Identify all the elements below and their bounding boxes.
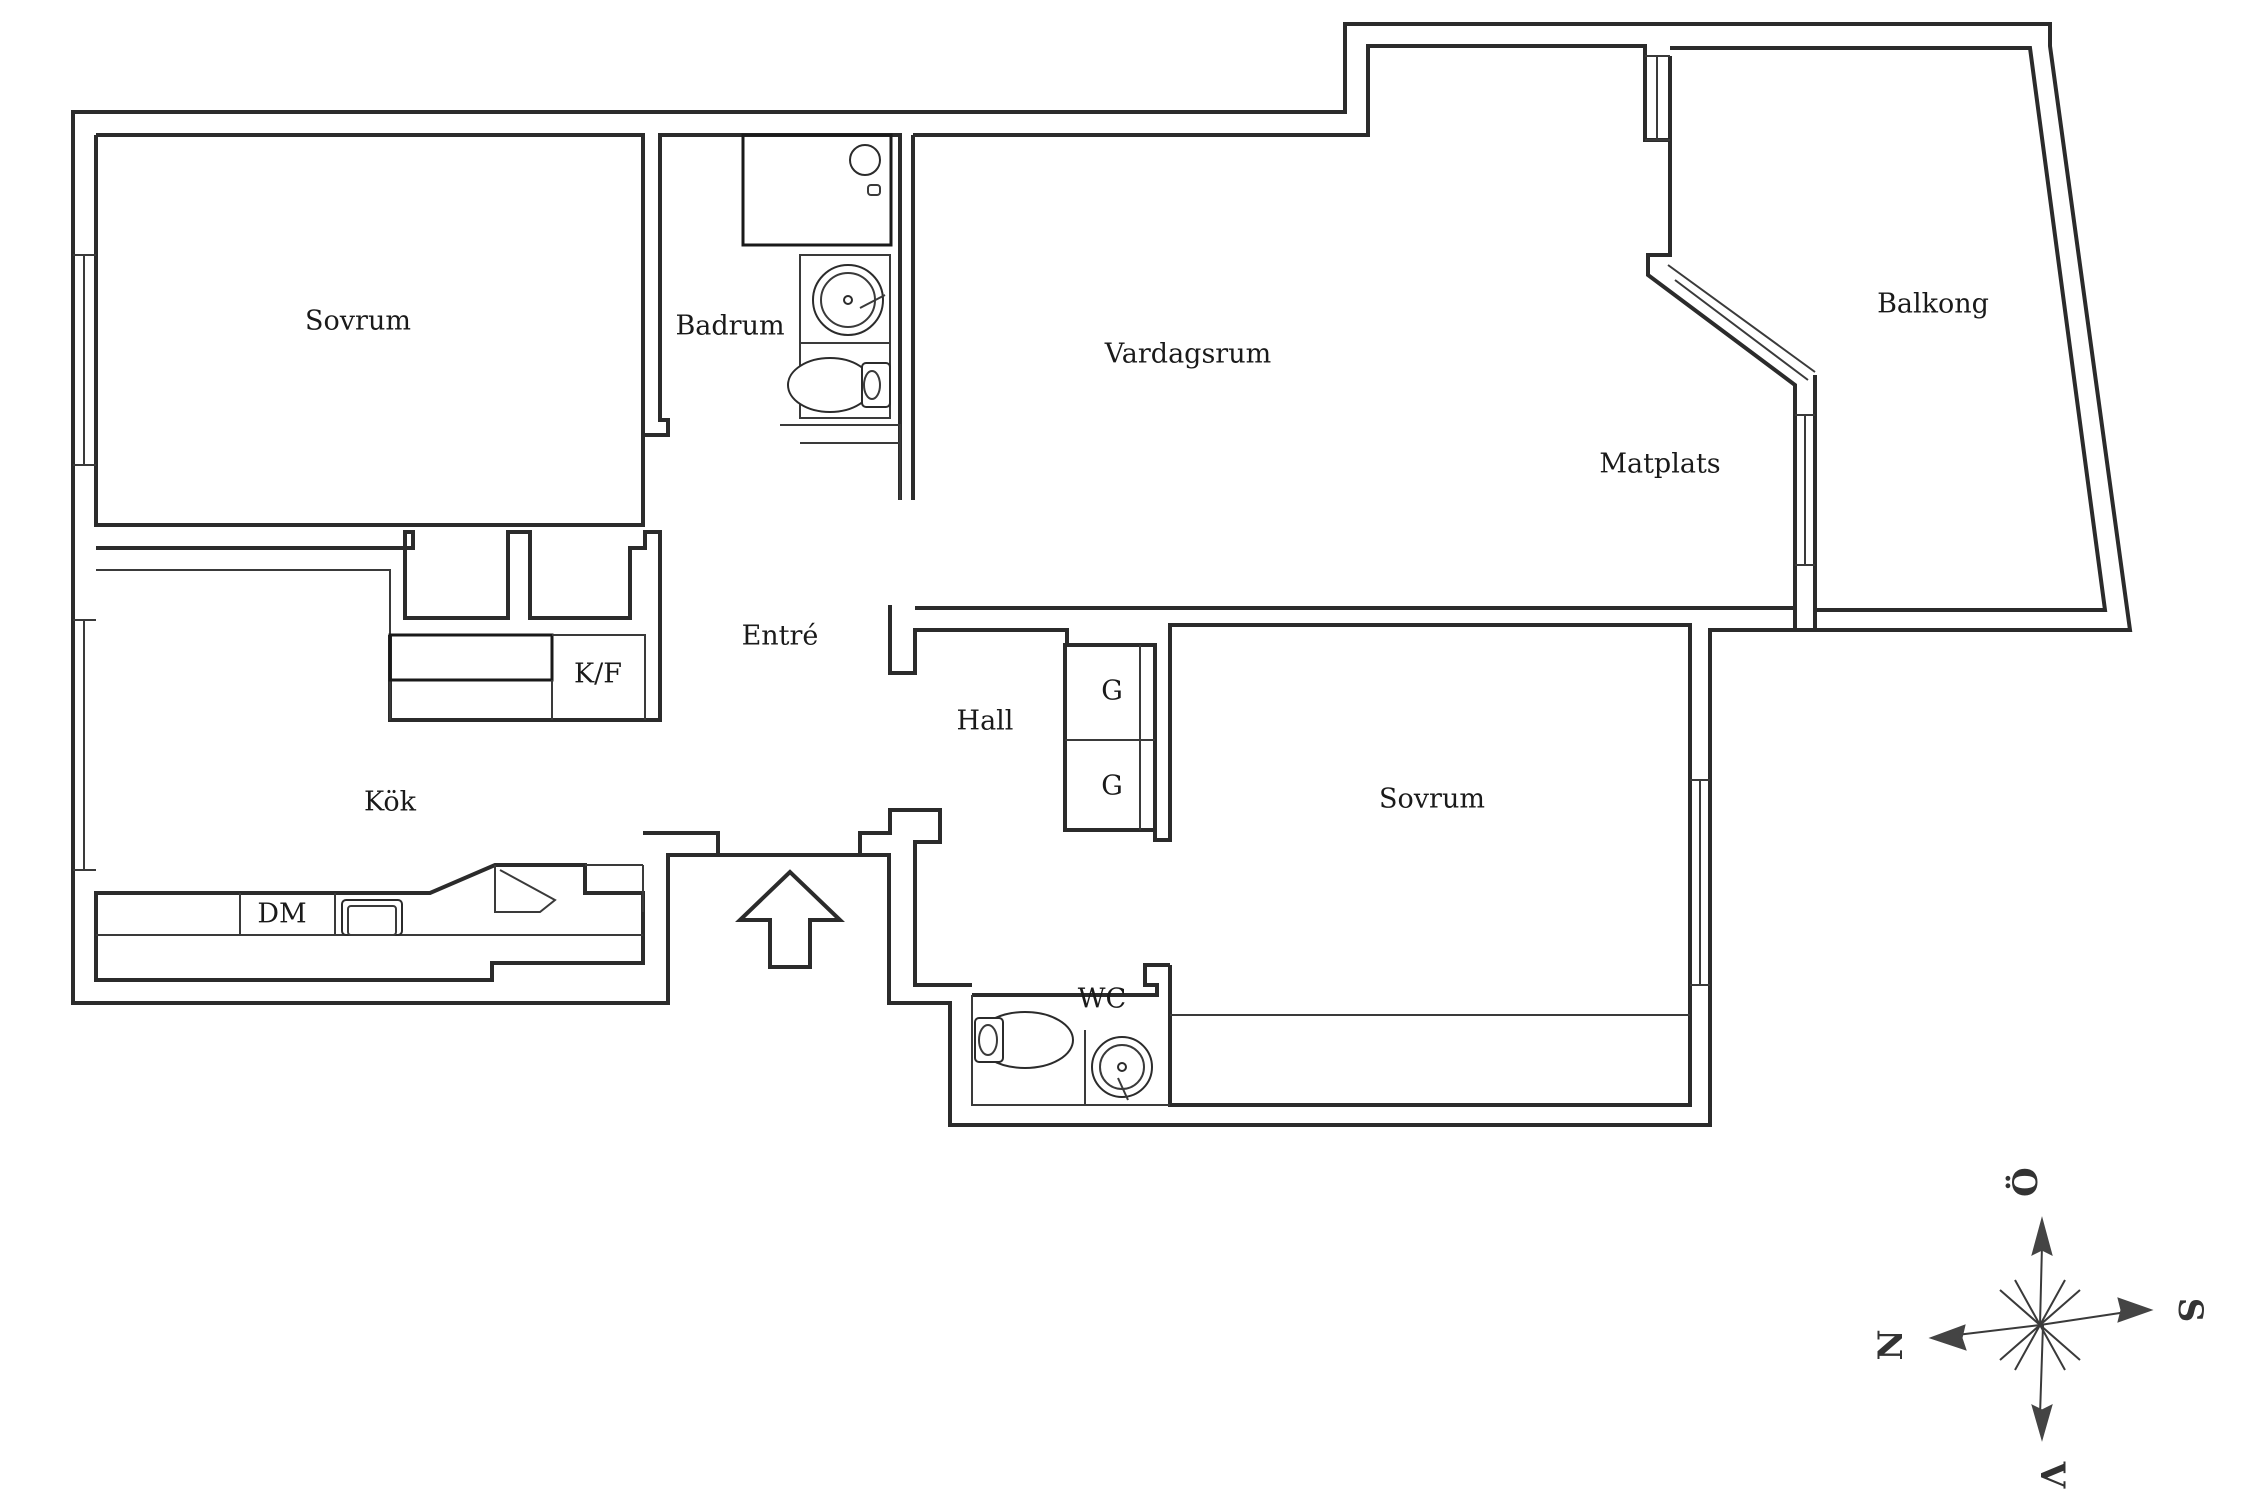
room-label-balkong: Balkong <box>1877 289 1989 320</box>
fixture-label-kf: K/F <box>574 659 622 690</box>
room-label-wc: WC <box>1078 984 1126 1015</box>
compass-label-north: N <box>1871 1329 1911 1360</box>
vardagsrum-walls <box>1643 46 2108 630</box>
badrum-walls <box>911 44 1647 500</box>
fixture-label-g1: G <box>1101 676 1123 707</box>
closets <box>73 530 662 871</box>
room-label-kok: Kök <box>364 787 417 818</box>
kitchen-counters <box>94 863 645 982</box>
compass-label-south: S <box>2170 1298 2210 1323</box>
room-label-matplats: Matplats <box>1599 449 1720 480</box>
wc-walls <box>971 963 1690 1106</box>
outer-walls <box>71 22 2133 1127</box>
room-label-sovrum-2: Sovrum <box>1379 784 1485 815</box>
fixture-label-dm: DM <box>257 899 306 930</box>
fixture-label-g2: G <box>1101 771 1123 802</box>
compass-label-west: V <box>2032 1461 2072 1489</box>
compass-rose-icon <box>1928 1216 2154 1442</box>
room-label-sovrum-1: Sovrum <box>305 306 411 337</box>
room-label-badrum: Badrum <box>675 311 784 342</box>
toilet-icon <box>787 357 873 413</box>
wc-fixtures <box>974 1011 1153 1101</box>
entrance-walls <box>643 808 972 987</box>
shower-drain-icon <box>849 144 881 176</box>
wardrobes <box>1063 643 1157 832</box>
badrum-fixtures <box>741 133 901 500</box>
compass-label-east: Ö <box>2005 1167 2046 1197</box>
room-label-hall: Hall <box>957 706 1014 737</box>
entrance-arrow-icon <box>735 869 845 969</box>
room-label-entre: Entré <box>742 621 819 652</box>
room-label-vardagsrum: Vardagsrum <box>1104 339 1271 370</box>
